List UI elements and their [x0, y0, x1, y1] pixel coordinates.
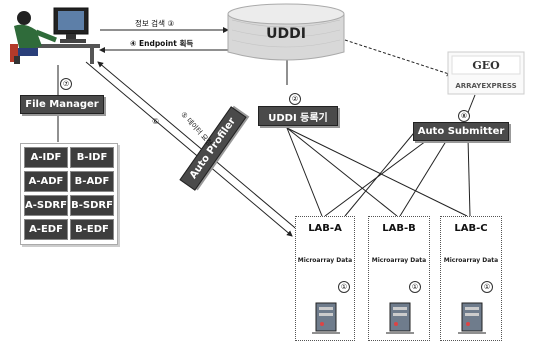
database-label: UDDI: [266, 26, 306, 42]
lab-c-step-number: ①: [481, 281, 493, 293]
registrar-labc-line: [287, 128, 467, 216]
geo-logo: GEO: [472, 59, 500, 72]
request-arrow: [98, 62, 300, 232]
file-cell-b-adf: B-ADF: [70, 171, 114, 192]
lab-a-step-number: ①: [338, 281, 350, 293]
uddi-registrar-step-number: ②: [289, 93, 301, 105]
file-cell-a-adf: A-ADF: [24, 171, 68, 192]
lab-c-name: LAB-C: [441, 223, 501, 234]
user-figure: [10, 8, 100, 64]
search-label-wrap: 정보 검색 ③: [135, 18, 174, 29]
endpoint-label: Endpoint 획득: [139, 39, 193, 48]
auto-submitter-step-number: ⑧: [458, 110, 470, 122]
file-cell-a-idf: A-IDF: [24, 147, 68, 168]
lab-a-name: LAB-A: [296, 223, 354, 234]
db-repo-dashed-line: [345, 40, 452, 75]
submitter-left-line: [345, 128, 418, 216]
file-grid: A-IDF B-IDF A-ADF B-ADF A-SDRF B-SDRF A-…: [20, 143, 118, 245]
lab-a: LAB-A Microarray Data ①: [295, 216, 355, 341]
lab-c-server-icon: [456, 299, 488, 337]
lab-c-data-label: Microarray Data: [441, 257, 501, 264]
lab-c: LAB-C Microarray Data ①: [440, 216, 502, 341]
search-label: 정보 검색: [135, 19, 165, 28]
search-step-number: ③: [167, 19, 174, 28]
file-manager-step-number: ⑦: [60, 78, 72, 90]
lab-b-data-label: Microarray Data: [369, 257, 429, 264]
lab-a-data-label: Microarray Data: [296, 257, 354, 264]
file-cell-b-idf: B-IDF: [70, 147, 114, 168]
lab-b-name: LAB-B: [369, 223, 429, 234]
endpoint-label-wrap: ④ Endpoint 획득: [130, 38, 193, 49]
uddi-registrar-tag: UDDI 등록기: [258, 106, 338, 126]
file-cell-b-sdrf: B-SDRF: [70, 195, 114, 216]
submitter-labc-line: [468, 138, 470, 216]
lab-b-step-number: ①: [409, 281, 421, 293]
auto-profiler-step-number: ⑥: [152, 117, 159, 126]
file-manager-tag: File Manager: [20, 95, 104, 114]
lab-a-server-icon: [310, 299, 342, 337]
file-cell-b-edf: B-EDF: [70, 219, 114, 240]
lab-b: LAB-B Microarray Data ①: [368, 216, 430, 341]
auto-submitter-tag: Auto Submitter: [413, 122, 509, 141]
registrar-laba-line: [287, 128, 322, 216]
file-cell-a-edf: A-EDF: [24, 219, 68, 240]
lab-b-server-icon: [384, 299, 416, 337]
submitter-labb-line: [400, 138, 448, 216]
arrayexpress-logo: ARRAYEXPRESS: [455, 82, 516, 90]
endpoint-step-number: ④: [130, 39, 136, 48]
file-cell-a-sdrf: A-SDRF: [24, 195, 68, 216]
